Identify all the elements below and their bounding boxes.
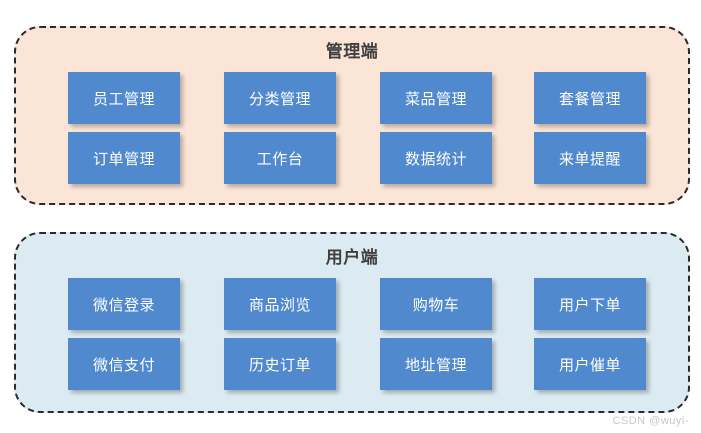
tile-label: 分类管理 bbox=[248, 90, 311, 108]
tile-label: 用户催单 bbox=[558, 356, 621, 374]
tile-admin-data-statistics[interactable]: 数据统计 bbox=[380, 132, 492, 184]
tile-admin-order-reminder[interactable]: 来单提醒 bbox=[534, 132, 646, 184]
panel-admin-title: 管理端 bbox=[325, 42, 379, 61]
tile-label: 商品浏览 bbox=[248, 296, 311, 314]
tile-label: 来单提醒 bbox=[558, 150, 621, 168]
tile-label: 微信登录 bbox=[92, 296, 155, 314]
tile-label: 地址管理 bbox=[404, 356, 467, 374]
panel-admin: 管理端 员工管理 分类管理 菜品管理 套餐管理 订单管理 工作台 数据统计 来单… bbox=[14, 26, 690, 205]
tile-admin-order-management[interactable]: 订单管理 bbox=[68, 132, 180, 184]
tile-label: 历史订单 bbox=[248, 356, 311, 374]
tile-label: 微信支付 bbox=[92, 356, 155, 374]
tile-user-wechat-login[interactable]: 微信登录 bbox=[68, 278, 180, 330]
panel-user-title: 用户端 bbox=[325, 248, 379, 267]
tile-label: 购物车 bbox=[412, 296, 460, 314]
tile-label: 工作台 bbox=[256, 150, 304, 168]
tile-user-shopping-cart[interactable]: 购物车 bbox=[380, 278, 492, 330]
tile-admin-combo-management[interactable]: 套餐管理 bbox=[534, 72, 646, 124]
tile-label: 套餐管理 bbox=[558, 90, 621, 108]
tile-user-order-history[interactable]: 历史订单 bbox=[224, 338, 336, 390]
tile-label: 菜品管理 bbox=[404, 90, 467, 108]
tile-user-address-management[interactable]: 地址管理 bbox=[380, 338, 492, 390]
tile-label: 数据统计 bbox=[404, 150, 467, 168]
watermark: CSDN @wuyi- bbox=[612, 415, 689, 427]
tile-label: 订单管理 bbox=[92, 150, 155, 168]
tile-user-place-order[interactable]: 用户下单 bbox=[534, 278, 646, 330]
tile-admin-dish-management[interactable]: 菜品管理 bbox=[380, 72, 492, 124]
tile-admin-category-management[interactable]: 分类管理 bbox=[224, 72, 336, 124]
tile-label: 员工管理 bbox=[92, 90, 155, 108]
tile-user-order-urge[interactable]: 用户催单 bbox=[534, 338, 646, 390]
tile-admin-employee-management[interactable]: 员工管理 bbox=[68, 72, 180, 124]
tile-user-product-browse[interactable]: 商品浏览 bbox=[224, 278, 336, 330]
tile-admin-workbench[interactable]: 工作台 bbox=[224, 132, 336, 184]
tile-label: 用户下单 bbox=[558, 296, 621, 314]
tile-user-wechat-pay[interactable]: 微信支付 bbox=[68, 338, 180, 390]
panel-user: 用户端 微信登录 商品浏览 购物车 用户下单 微信支付 历史订单 地址管理 用户… bbox=[14, 232, 690, 413]
